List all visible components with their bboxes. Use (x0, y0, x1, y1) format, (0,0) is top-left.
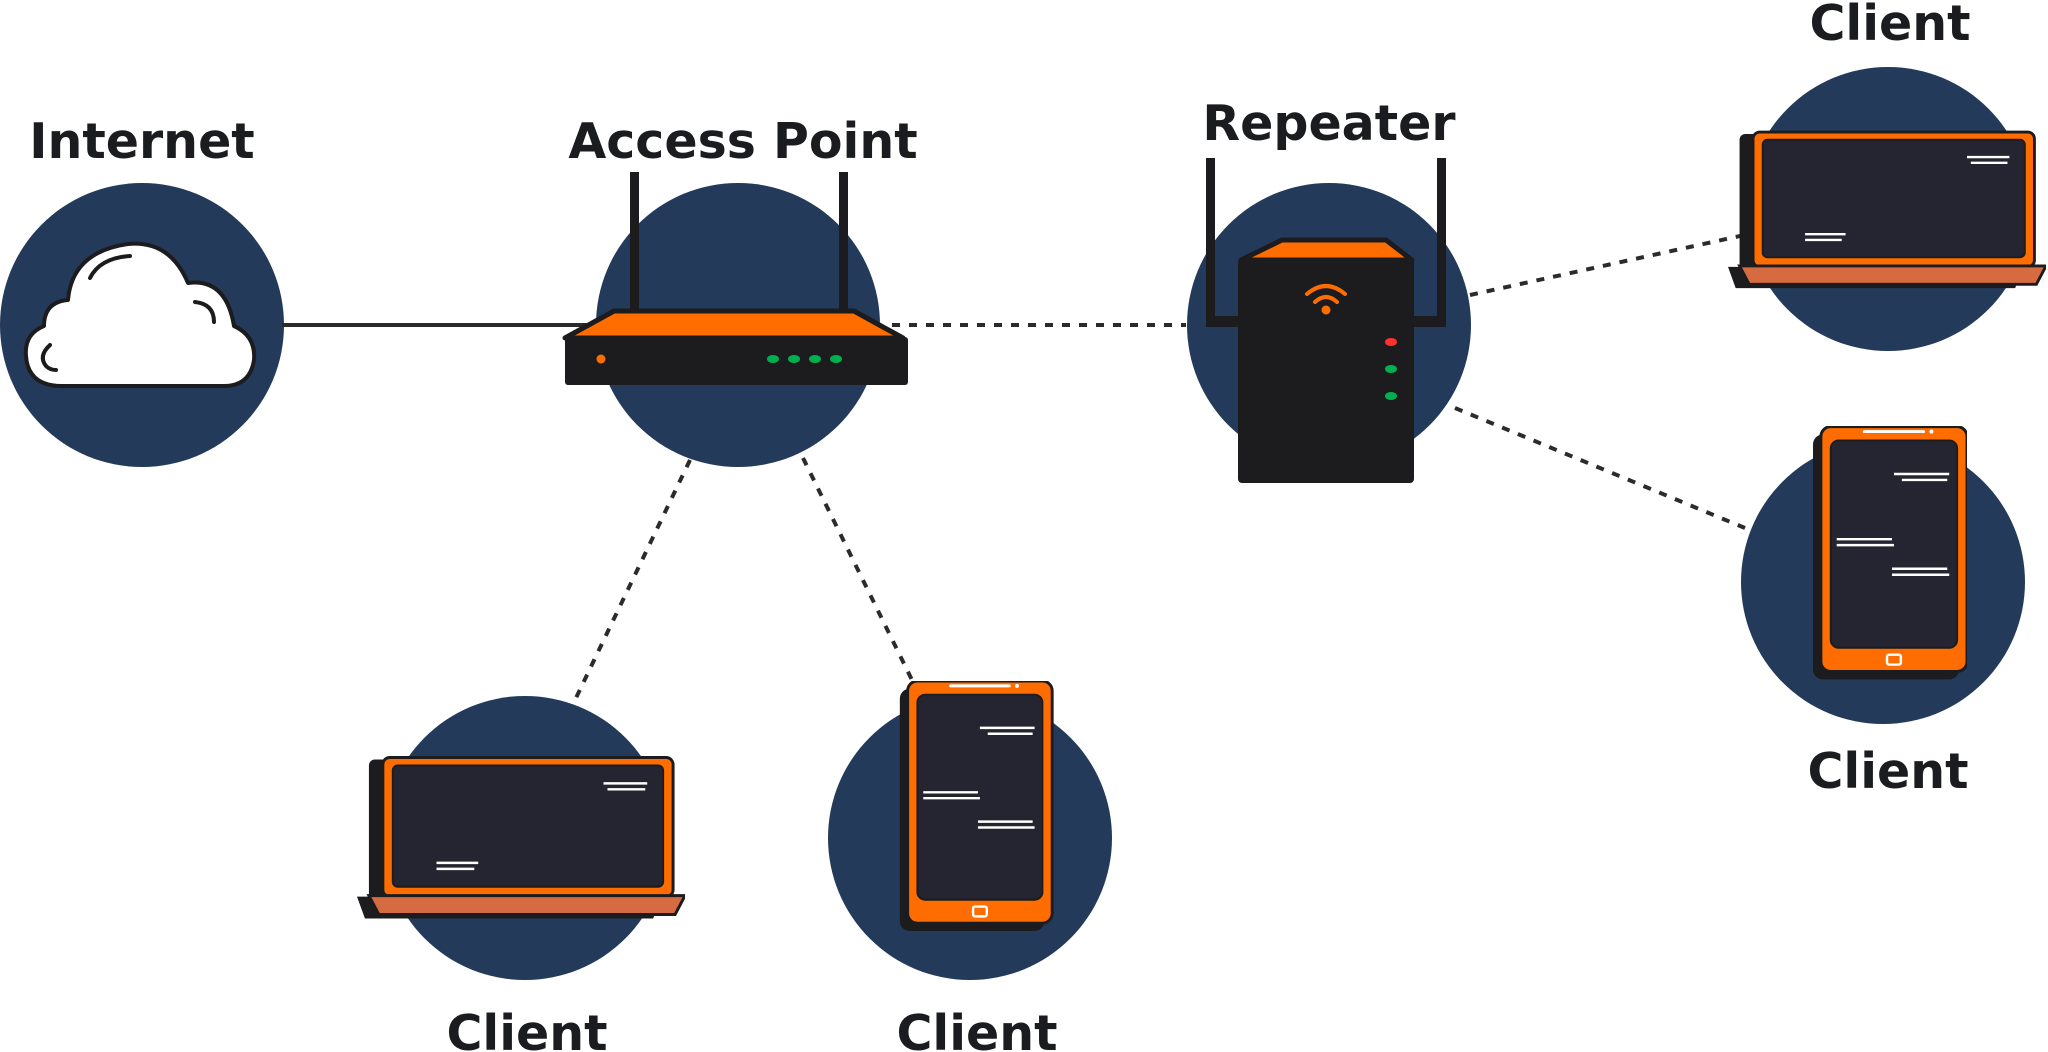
connections (282, 234, 1746, 701)
tablet-icon (898, 681, 1054, 931)
laptop-icon (357, 756, 685, 921)
repeater-red-led (1385, 338, 1397, 346)
wifi-icon (1305, 284, 1347, 304)
router-status-led (767, 355, 779, 363)
laptop-icon (1728, 130, 2046, 290)
repeater-green-led (1385, 392, 1397, 400)
router-status-led (830, 355, 842, 363)
tablet-icon (1813, 426, 1967, 680)
client-bottom-tablet-label: Client (896, 1005, 1057, 1052)
connection-access-point-client-laptop (573, 459, 692, 701)
client-right-label: Client (1807, 743, 1968, 800)
client-top-right-label: Client (1809, 0, 1970, 52)
client-bottom-laptop-label: Client (446, 1005, 607, 1052)
internet-label: Internet (29, 113, 254, 170)
connection-repeater-client-laptop (1469, 234, 1741, 297)
access-point-label: Access Point (568, 113, 917, 170)
router-power-led (596, 354, 606, 364)
connection-access-point-client-tablet (801, 457, 914, 681)
router-icon (562, 172, 908, 385)
router-status-led (788, 355, 800, 363)
repeater-label: Repeater (1202, 95, 1456, 152)
connection-repeater-client-tablet (1454, 406, 1746, 530)
repeater-green-led (1385, 365, 1397, 373)
repeater-icon (1206, 158, 1446, 483)
router-status-led (809, 355, 821, 363)
cloud-icon (23, 241, 257, 388)
